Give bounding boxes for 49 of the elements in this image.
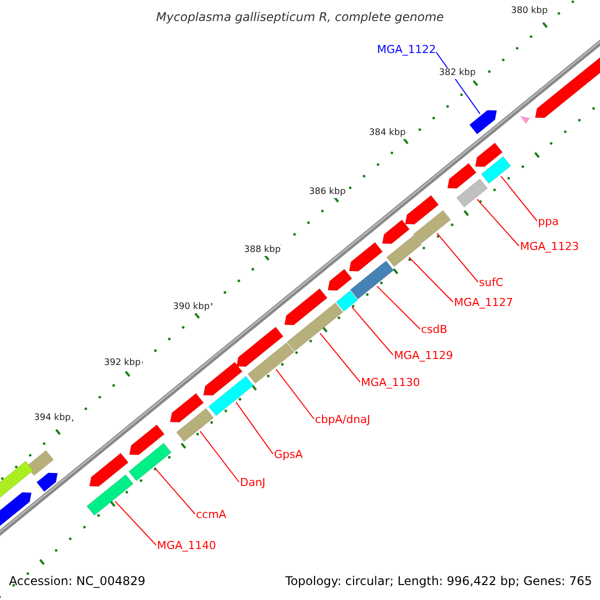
gene-block [86, 474, 134, 516]
tick-label: 390 kbp [172, 302, 211, 313]
gene-block [413, 210, 451, 244]
gene-label: sufC [479, 277, 504, 288]
gene-label: MGA_1129 [394, 350, 454, 361]
gene-block [247, 342, 295, 384]
leader-line [114, 500, 156, 546]
leader-line [320, 332, 360, 382]
tick-label: 394 kbp [33, 413, 72, 424]
gene-label: GpsA [274, 449, 303, 460]
gene-block [208, 376, 254, 416]
gene-block [176, 408, 214, 442]
gene-block [350, 260, 394, 300]
leader-line [236, 402, 274, 454]
leader-line [154, 468, 196, 514]
gene-block [128, 442, 172, 482]
gene-label: MGA_1127 [454, 297, 514, 308]
gene-label: cbpA/dnaJ [315, 414, 370, 425]
gene-label: csdB [421, 324, 448, 335]
tick-label: 388 kbp [243, 245, 282, 256]
tick-label: 384 kbp [368, 128, 407, 139]
leader-line [376, 286, 420, 330]
footer-text: Accession: NC_004829 [9, 575, 146, 587]
leader-line [200, 430, 240, 482]
map-title: Mycoplasma gallisepticum R, complete genome [156, 11, 444, 23]
gene-block [456, 178, 488, 208]
leader-line [500, 176, 538, 222]
leader-line [408, 256, 454, 302]
gene-label: ccmA [196, 509, 226, 520]
gene-label: ppa [538, 216, 559, 227]
leader-line [476, 198, 520, 246]
tick-label: 386 kbp [308, 187, 347, 198]
leader-line [276, 368, 314, 420]
gene-block [386, 234, 422, 268]
gene-label: MGA_1140 [157, 540, 216, 551]
gene-label: DanJ [240, 477, 266, 488]
footer-text: Topology: circular; Length: 996,422 bp; Genes: 765 [285, 575, 592, 587]
tick-label: 380 kbp [510, 6, 549, 17]
gene-block [286, 302, 344, 352]
tick-label: 392 kbp [103, 358, 142, 369]
gene-label: MGA_1130 [361, 377, 420, 388]
gene-label: MGA_1122 [377, 44, 436, 55]
gene-label: MGA_1123 [520, 241, 580, 252]
gene-block [469, 110, 498, 135]
leader-line [436, 232, 478, 282]
leader-line [352, 306, 394, 356]
gene-block [336, 290, 358, 312]
tick-label: 382 kbp [438, 68, 477, 79]
gene-block [480, 156, 512, 184]
